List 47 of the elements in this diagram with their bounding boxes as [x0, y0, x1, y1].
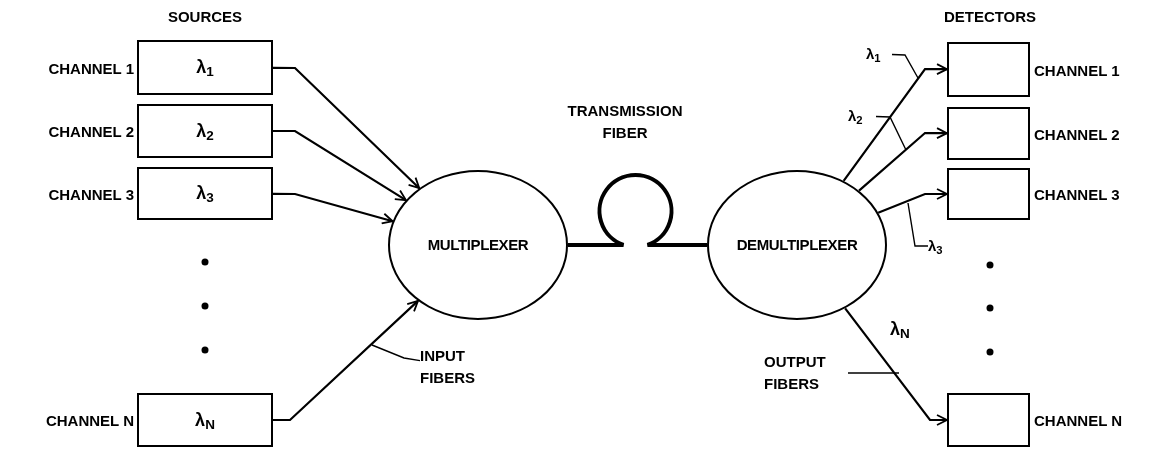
- channel-label: CHANNEL 3: [48, 184, 134, 205]
- fiber-label: λ$_{2}$: [848, 106, 864, 127]
- wavelength-label: λ$_{N}$: [890, 318, 911, 340]
- source-box: [137, 393, 273, 447]
- wavelength-label: λ$_{2}$: [196, 119, 214, 145]
- fiber-arrow: [877, 188, 948, 214]
- leader-line: [891, 53, 919, 79]
- fiber-coil: [568, 173, 707, 247]
- leader-line: [847, 372, 900, 374]
- heading-label: TRANSMISSION FIBER: [566, 101, 684, 143]
- fiber-label: INPUT FIBERS: [420, 346, 476, 388]
- channel-label: CHANNEL 1: [48, 58, 134, 79]
- fiber-arrow: [842, 63, 948, 182]
- wavelength-label: λ$_{N}$: [195, 408, 215, 434]
- channel-label: CHANNEL 1: [1034, 60, 1120, 81]
- coupler-ellipse: [388, 170, 568, 320]
- fiber-label: OUTPUT FIBERS: [764, 352, 827, 394]
- detector-box: [947, 168, 1030, 220]
- source-box: [137, 167, 273, 220]
- source-box: [137, 40, 273, 95]
- fiber-arrow: [273, 66, 421, 190]
- leader-line: [907, 202, 929, 247]
- fiber-arrow: [273, 300, 419, 422]
- fiber-arrow: [844, 307, 948, 426]
- heading-label: DETECTORS: [942, 7, 1038, 27]
- channel-label: CHANNEL 2: [1034, 124, 1120, 145]
- leader-line: [371, 344, 421, 362]
- channel-label: CHANNEL N: [1034, 411, 1123, 431]
- wavelength-label: λ$_{3}$: [196, 182, 214, 207]
- channel-label: CHANNEL 3: [1034, 185, 1120, 205]
- fiber-arrow: [273, 192, 394, 225]
- detector-box: [947, 107, 1030, 160]
- fiber-arrow: [273, 129, 407, 202]
- coupler-ellipse: [707, 170, 887, 320]
- fiber-arrow: [858, 127, 948, 192]
- fiber-label: λ$_{1}$: [866, 44, 882, 65]
- heading-label: SOURCES: [166, 7, 244, 27]
- coupler-label: MULTIPLEXER: [427, 234, 529, 255]
- channel-label: CHANNEL N: [45, 411, 134, 431]
- wavelength-label: λ$_{1}$: [196, 56, 214, 81]
- fiber-label: λ$_{3}$: [928, 236, 944, 257]
- coupler-label: DEMULTIPLEXER: [736, 234, 858, 255]
- channel-label: CHANNEL 2: [48, 122, 134, 142]
- detector-box: [947, 42, 1030, 97]
- source-box: [137, 104, 273, 158]
- detector-box: [947, 393, 1030, 447]
- leader-line: [875, 115, 907, 151]
